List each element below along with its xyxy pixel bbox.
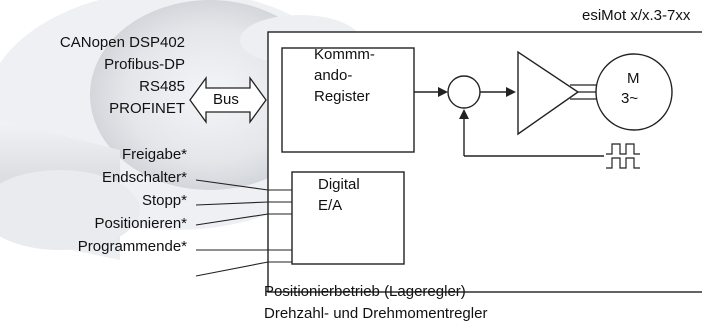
signal-positionieren: Positionieren*	[94, 215, 187, 232]
arrow-head-icon	[438, 87, 448, 97]
signal-endschalter: Endschalter*	[101, 169, 187, 186]
digital-io-box	[291, 171, 405, 265]
arrow-head-icon	[459, 109, 469, 119]
bus-double-arrow	[189, 76, 267, 124]
motor-label-m: M	[627, 70, 640, 87]
command-register-line-3: Register	[314, 88, 370, 105]
bus-interface-rs485: RS485	[139, 78, 185, 95]
digital-io-line-1: Digital	[318, 176, 360, 193]
motor-circle-icon	[595, 53, 673, 131]
motor-label-3phase: 3~	[621, 90, 639, 107]
arrow-head-icon	[506, 87, 516, 97]
digital-io-line-2: E/A	[318, 197, 343, 214]
square-pulse-icon	[606, 143, 640, 169]
bus-interface-canopen: CANopen DSP402	[59, 34, 185, 51]
device-title: esiMot x/x.3-7xx	[582, 7, 691, 24]
command-register-line-1: Kommm-	[314, 46, 375, 63]
command-register-box	[281, 47, 415, 153]
mode-positioning: Positionierbetrieb (Lageregler)	[264, 283, 466, 300]
bus-interface-profibus: Profibus-DP	[104, 56, 185, 73]
summing-junction	[447, 75, 481, 109]
signal-programmende: Programmende*	[77, 238, 187, 255]
mode-speed-torque: Drehzahl- und Drehmomentregler	[264, 305, 488, 322]
command-register-line-2: ando-	[314, 67, 353, 84]
signal-stopp: Stopp*	[141, 192, 187, 209]
triangle-amplifier-icon	[517, 50, 580, 136]
bus-interface-profinet: PROFINET	[109, 100, 185, 117]
signal-lines	[195, 179, 292, 277]
signal-freigabe: Freigabe*	[121, 146, 187, 163]
bus-label: Bus	[213, 91, 239, 108]
